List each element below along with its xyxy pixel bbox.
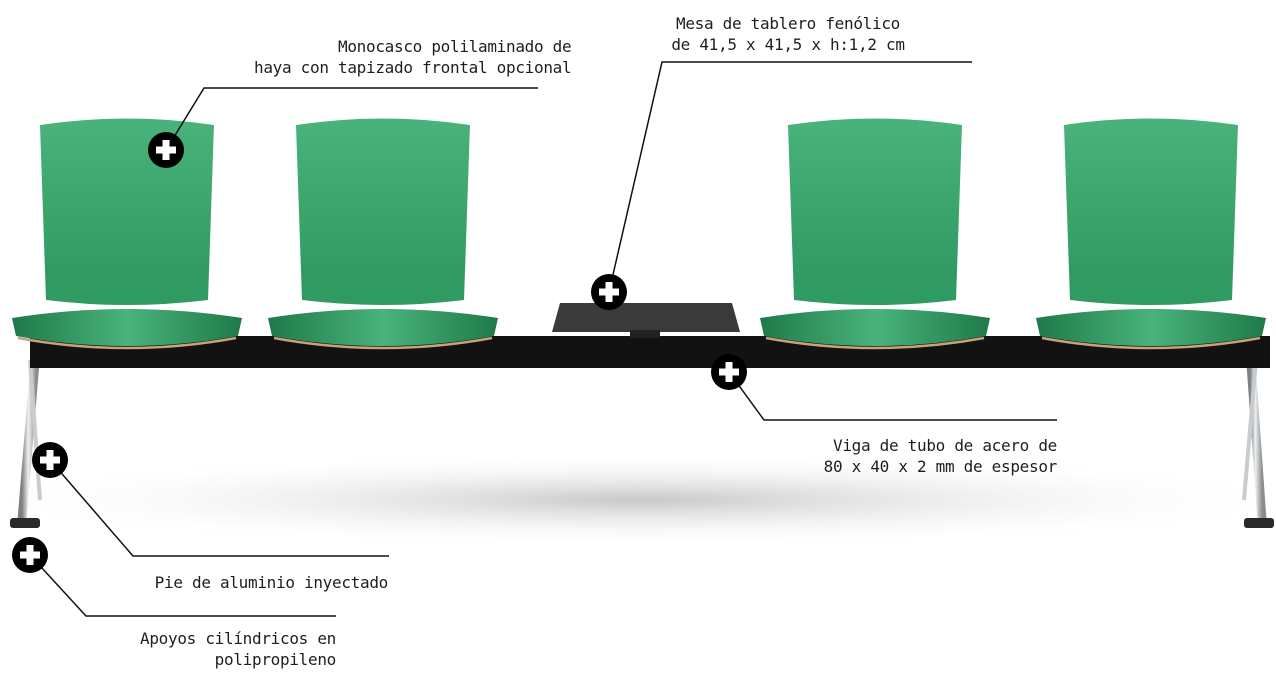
annotation-leg: Pie de aluminio inyectado: [154, 573, 389, 592]
chair-1: [12, 118, 242, 350]
chair-2: [268, 118, 498, 350]
annotation-feet: Apoyos cilíndricos en polipropileno: [140, 629, 336, 669]
plus-circle-icon[interactable]: [711, 354, 747, 390]
chair-backrest: [1064, 118, 1238, 305]
plus-circle-icon[interactable]: [148, 132, 184, 168]
chair-seat: [268, 309, 498, 346]
leg-right: [1242, 349, 1274, 528]
leader-table: [608, 61, 972, 293]
annotation-shell: Monocasco polilaminado de haya con tapiz…: [254, 37, 572, 77]
chair-wood-edge: [1041, 336, 1261, 350]
chair-wood-edge: [765, 336, 985, 350]
plus-circle-icon[interactable]: [32, 442, 68, 478]
chair-seat: [12, 309, 242, 346]
chair-backrest: [788, 118, 962, 305]
leg-left: [10, 349, 42, 528]
plus-circle-icon[interactable]: [591, 274, 627, 310]
chair-backrest: [40, 118, 214, 305]
chair-seat: [1036, 309, 1266, 346]
chair-3: [760, 118, 990, 350]
annotation-beam: Viga de tubo de acero de 80 x 40 x 2 mm …: [823, 436, 1058, 476]
chair-wood-edge: [17, 336, 237, 350]
floor-shadow: [0, 452, 1276, 548]
leader-beam: [728, 371, 1057, 421]
chair-seat: [760, 309, 990, 346]
leader-leg: [49, 459, 389, 557]
leader-shell: [165, 87, 538, 151]
chair-4: [1036, 118, 1266, 350]
leader-lines: [29, 61, 1057, 617]
side-table: [552, 303, 740, 338]
annotation-table: Mesa de tablero fenólico de 41,5 x 41,5 …: [671, 14, 905, 54]
chair-wood-edge: [273, 336, 493, 350]
plus-circle-icon[interactable]: [12, 537, 48, 573]
chair-backrest: [296, 118, 470, 305]
leader-feet: [29, 554, 336, 617]
